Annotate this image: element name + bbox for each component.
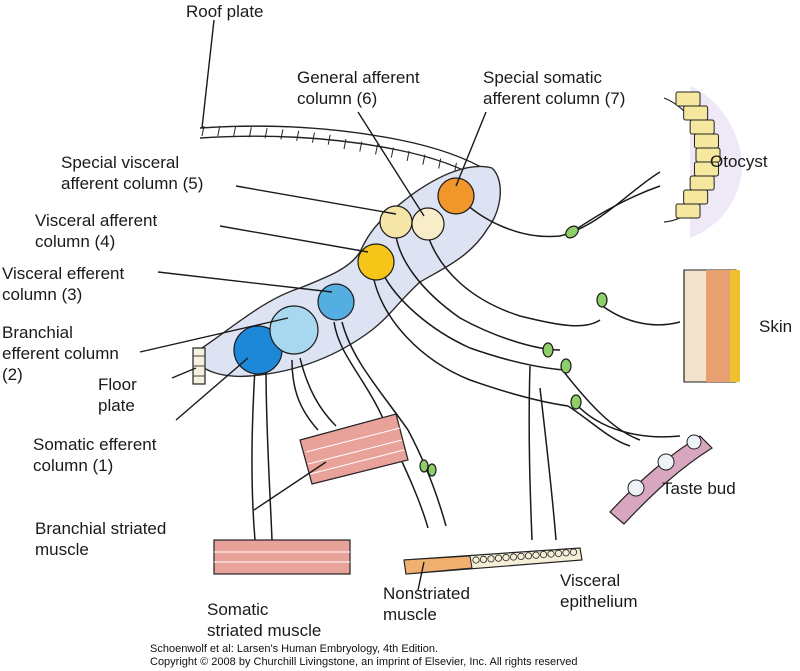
ganglion-cells	[419, 225, 608, 477]
roof-plate-strip	[199, 125, 491, 183]
credit-line-2: Copyright © 2008 by Churchill Livingston…	[150, 656, 578, 668]
special-somatic-afferent-nucleus	[437, 177, 475, 215]
special-visceral-afferent-nucleus	[379, 205, 413, 239]
column-nuclei	[233, 177, 475, 375]
branchial-muscle-tissue	[299, 413, 409, 485]
label-skin: Skin	[759, 317, 793, 336]
visceral-epithelium-tissue	[403, 547, 583, 575]
visceral-efferent-nucleus	[317, 283, 355, 321]
credit-line-1: Schoenwolf et al: Larsen's Human Embryol…	[150, 643, 439, 655]
otocyst-tissue	[663, 86, 742, 238]
label-otocyst: Otocyst	[710, 152, 768, 171]
taste-bud-tissue	[609, 434, 713, 525]
label-pointers	[139, 19, 487, 591]
somatic-muscle-tissue	[213, 539, 351, 575]
general-afferent-nucleus	[411, 207, 445, 241]
visceral-afferent-nucleus	[357, 243, 395, 281]
branchial-efferent-nucleus	[269, 305, 319, 355]
label-roof-plate: Roof plate	[186, 2, 264, 21]
floor-plate	[192, 347, 206, 385]
label-taste-bud: Taste bud	[662, 479, 736, 498]
skin-tissue	[683, 269, 740, 383]
